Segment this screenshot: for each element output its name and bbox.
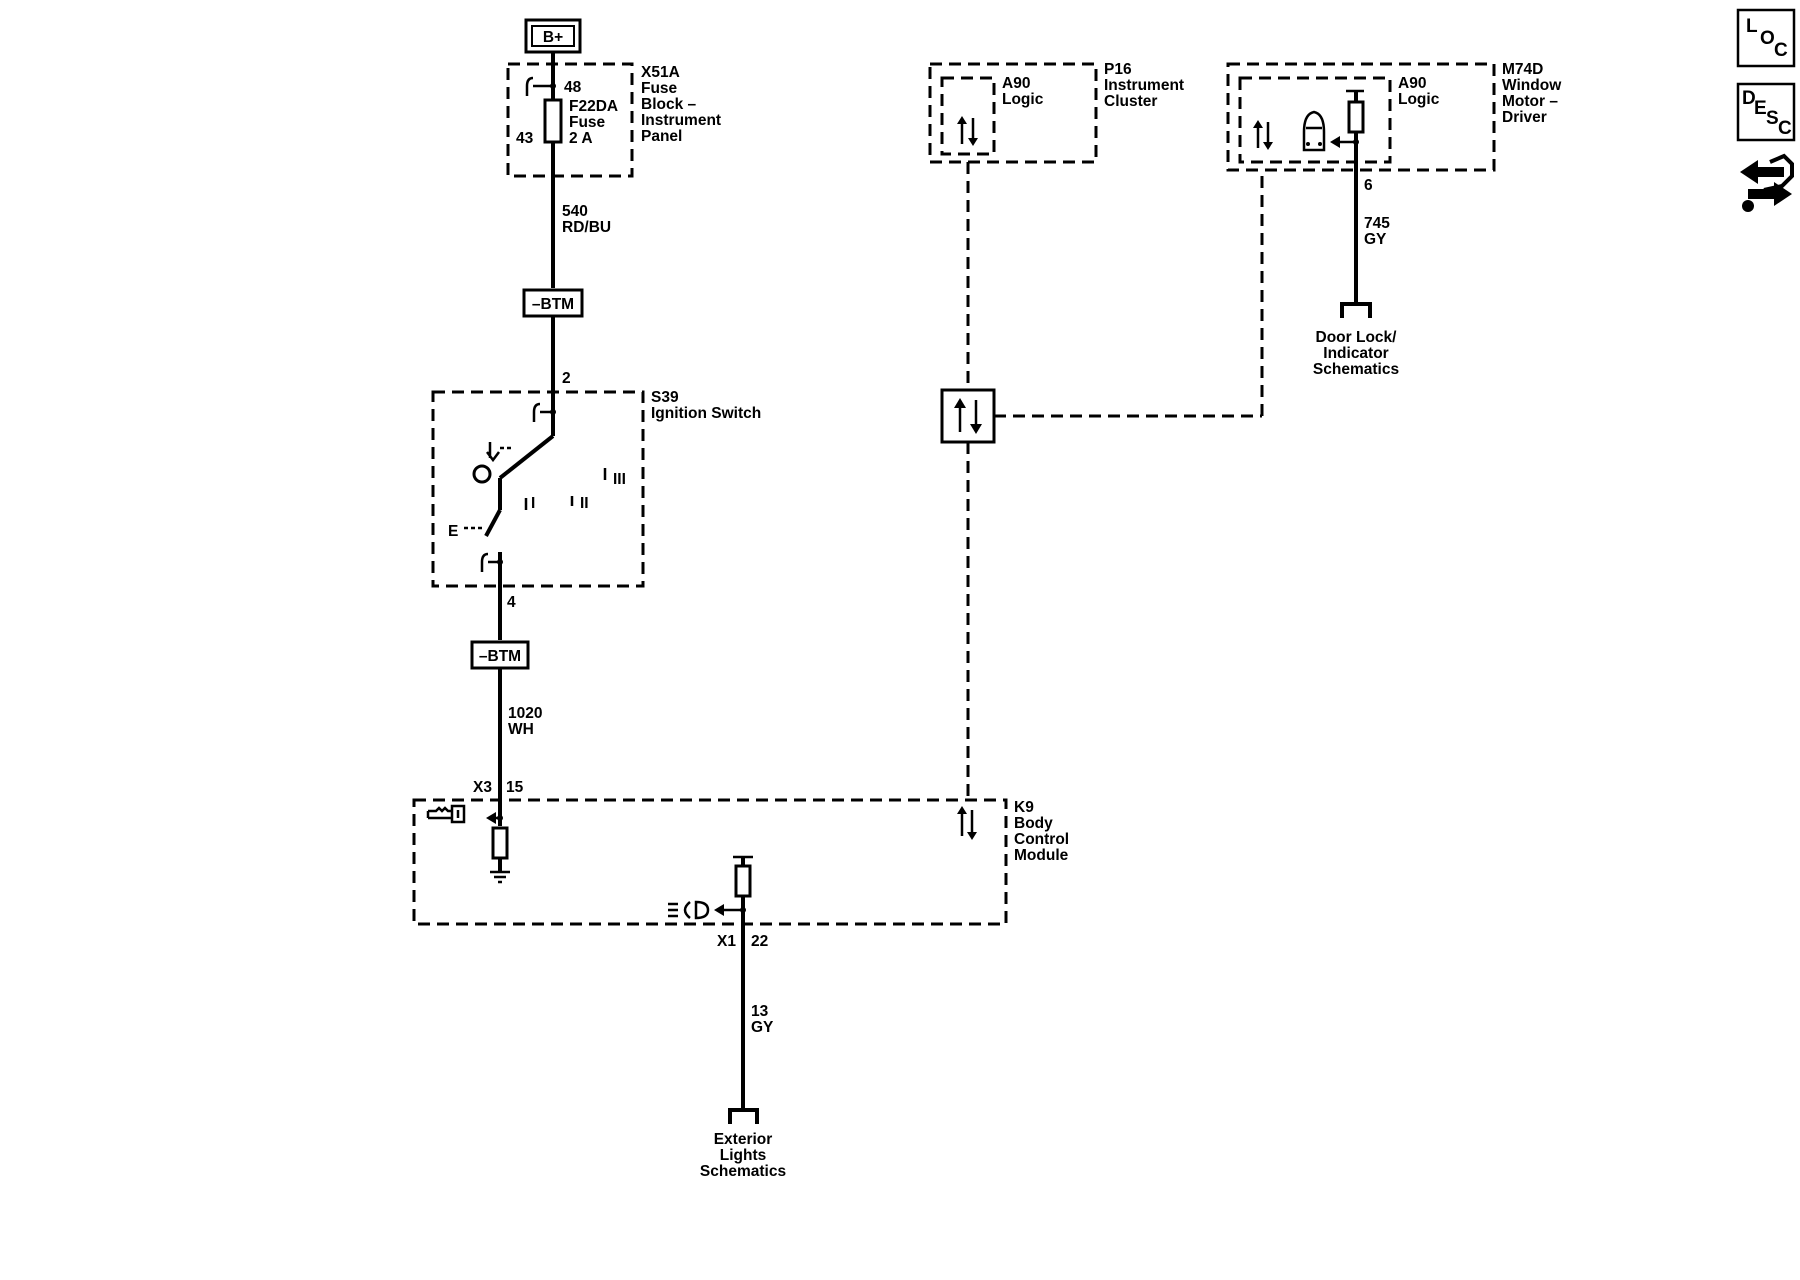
cluster-name-2: Cluster xyxy=(1104,93,1157,110)
fuse-f22da-icon xyxy=(543,98,563,144)
exterior-lights-ref-2: Lights xyxy=(720,1147,767,1164)
window-motor-id: M74D xyxy=(1502,61,1543,78)
cluster-id: P16 xyxy=(1104,61,1132,78)
btm-label-lower: –BTM xyxy=(479,648,521,665)
bcm-pin-22: 22 xyxy=(751,933,768,950)
bcm-id: K9 xyxy=(1014,799,1034,816)
window-resistor-icon xyxy=(1347,100,1365,134)
window-motor-pin-6: 6 xyxy=(1364,177,1373,194)
serial-data-icon-cluster xyxy=(957,116,978,146)
fuse-block-name-4: Panel xyxy=(641,128,682,145)
ignition-pin-4: 4 xyxy=(507,594,516,611)
window-motor-name-1: Window xyxy=(1502,77,1562,94)
bcm-connector-x3: X3 xyxy=(473,779,492,796)
location-button-l: L xyxy=(1746,16,1758,37)
ignition-switch-id: S39 xyxy=(651,389,679,406)
bcm-connector-x1: X1 xyxy=(717,933,736,950)
input-arrow-icon xyxy=(486,812,496,824)
btm-connector-upper: –BTM xyxy=(522,288,584,318)
window-logic-1: A90 xyxy=(1398,75,1426,92)
fuse-block-name-3: Instrument xyxy=(641,112,721,129)
location-button-o: O xyxy=(1760,28,1775,49)
body-control-module-k9: X3 15 xyxy=(412,779,1069,926)
door-lock-ref-3: Schematics xyxy=(1313,361,1399,378)
serial-data-splice xyxy=(940,388,996,444)
output-arrow-icon xyxy=(714,904,724,916)
exterior-lights-ref-3: Schematics xyxy=(700,1163,786,1180)
window-logic-2: Logic xyxy=(1398,91,1440,108)
fuse-block-name-2: Block – xyxy=(641,96,697,113)
description-button-c: C xyxy=(1778,118,1792,139)
door-lock-ref-2: Indicator xyxy=(1323,345,1388,362)
window-motor-m74d: A90 Logic M74D Window Motor – Driver xyxy=(1226,61,1562,172)
btm-connector-lower: –BTM xyxy=(470,640,530,670)
fuse-block-id: X51A xyxy=(641,64,680,81)
fuse-word: Fuse xyxy=(569,114,606,131)
ignition-pin-2: 2 xyxy=(562,370,571,387)
cluster-name-1: Instrument xyxy=(1104,77,1184,94)
description-button-e: E xyxy=(1754,98,1767,119)
cluster-logic-2: Logic xyxy=(1002,91,1044,108)
ignition-switch-name: Ignition Switch xyxy=(651,405,761,422)
btm-label-upper: –BTM xyxy=(532,296,574,313)
wire-745-number: 745 xyxy=(1364,215,1390,232)
headlamp-icon xyxy=(668,900,710,920)
wire-13-number: 13 xyxy=(751,1003,769,1020)
fuse-id: F22DA xyxy=(569,98,618,115)
switch-pivot-icon xyxy=(472,464,492,484)
switch-position-iii: III xyxy=(613,471,626,488)
cluster-logic-1: A90 xyxy=(1002,75,1030,92)
location-button-c: C xyxy=(1774,40,1788,61)
serial-data-icon-bcm xyxy=(957,806,977,840)
door-lock-ref-1: Door Lock/ xyxy=(1316,329,1398,346)
switch-terminal-bottom-icon xyxy=(480,552,489,572)
switch-terminal-top-icon xyxy=(532,402,541,422)
bcm-name-2: Control xyxy=(1014,831,1069,848)
exterior-lights-ref-1: Exterior xyxy=(714,1131,773,1148)
bcm-resistor-x3-icon xyxy=(491,826,509,860)
bcm-pin-15: 15 xyxy=(506,779,524,796)
door-lock-reference-bracket xyxy=(1340,302,1372,318)
location-button[interactable]: L O C xyxy=(1736,8,1796,68)
connector-terminal-icon xyxy=(525,76,534,96)
fuse-block-pin-48: 48 xyxy=(564,79,582,96)
fuse-block-name-1: Fuse xyxy=(641,80,678,97)
description-button-d: D xyxy=(1742,88,1756,109)
wire-540-number: 540 xyxy=(562,203,588,220)
exterior-lights-reference-bracket xyxy=(728,1108,759,1124)
window-input-arrow-icon xyxy=(1330,136,1340,148)
fuse-rating: 2 A xyxy=(569,130,593,147)
bcm-name-1: Body xyxy=(1014,815,1053,832)
switch-position-e: E xyxy=(448,523,458,540)
switch-actuator-icon xyxy=(486,442,500,463)
bcm-resistor-x1-icon xyxy=(734,864,752,898)
fuse-block-pin-43: 43 xyxy=(516,130,534,147)
wire-540-color: RD/BU xyxy=(562,219,611,236)
wire-745-color: GY xyxy=(1364,231,1387,248)
fuse-block-x51a: 48 43 F22DA Fuse 2 A X51A Fuse Block – I… xyxy=(506,62,721,178)
bcm-name-3: Module xyxy=(1014,847,1069,864)
wire-1020-color: WH xyxy=(508,721,534,738)
vehicle-door-icon xyxy=(1302,110,1326,152)
key-icon xyxy=(426,804,466,824)
wrench-arrows-icon[interactable] xyxy=(1740,153,1794,212)
wire-1020-number: 1020 xyxy=(508,705,542,722)
battery-positive-label: B+ xyxy=(543,29,563,46)
ignition-switch-s39: III I II E S39 Ignition Switch xyxy=(431,389,761,588)
description-button-s: S xyxy=(1766,108,1779,129)
switch-position-ii: II xyxy=(580,495,589,512)
window-motor-name-3: Driver xyxy=(1502,109,1547,126)
wire-13-color: GY xyxy=(751,1019,774,1036)
window-motor-name-2: Motor – xyxy=(1502,93,1558,110)
switch-position-i: I xyxy=(531,495,535,512)
battery-positive-source: B+ xyxy=(524,18,582,54)
ground-icon xyxy=(490,870,510,884)
serial-data-icon-window xyxy=(1253,120,1273,150)
instrument-cluster-p16: A90 Logic P16 Instrument Cluster xyxy=(928,61,1184,164)
description-button[interactable]: D E S C xyxy=(1736,82,1796,142)
